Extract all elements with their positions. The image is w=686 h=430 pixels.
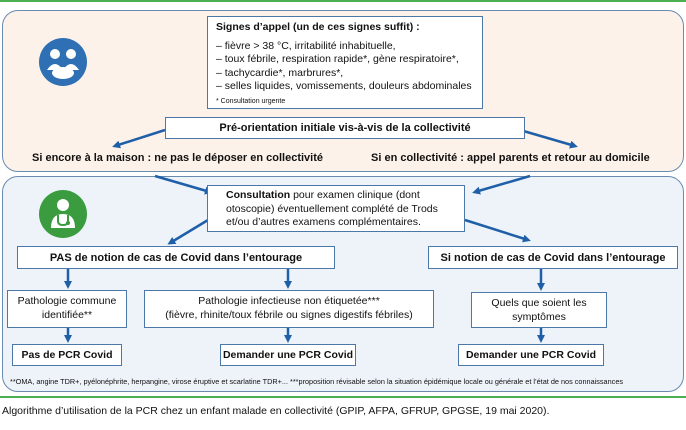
pcr-box-2: Demander une PCR Covid: [458, 344, 604, 366]
arrow-to-home: [112, 128, 166, 149]
doctor-stethoscope-icon: [39, 190, 87, 238]
whatever-symptoms-box: Quels que soient les symptômes: [471, 292, 607, 328]
figure-caption: Algorithme d’utilisation de la PCR chez …: [2, 405, 550, 417]
arrow-to-covid: [464, 218, 531, 243]
preorientation-box: Pré-orientation initiale vis-à-vis de la…: [165, 117, 525, 139]
no-covid-bold: PAS: [49, 252, 72, 264]
infectious-line2: (fièvre, rhinite/toux fébrile ou signes …: [165, 308, 413, 321]
signs-item: selles liquides, vomissements, douleurs …: [216, 80, 474, 94]
footnote: **OMA, angine TDR+, pyélonéphrite, herpa…: [10, 377, 624, 386]
arrow-collectivity-to-consultation: [472, 174, 531, 195]
signs-note: * Consultation urgente: [216, 97, 286, 105]
signs-title: Signes d’appel (un de ces signes suffit)…: [216, 21, 420, 33]
arrow-home-to-consultation: [154, 174, 213, 195]
no-covid-box: PAS de notion de cas de Covid dans l’ent…: [17, 246, 335, 269]
signs-item: tachycardie*, marbrures*,: [216, 67, 474, 81]
collectivity-label: Si en collectivité : appel parents et re…: [371, 152, 650, 164]
signs-box: Signes d’appel (un de ces signes suffit)…: [207, 16, 483, 109]
covid-box: Si notion de cas de Covid dans l’entoura…: [428, 246, 678, 269]
consultation-text: pour examen clinique (dont otoscopie) év…: [226, 189, 438, 228]
common-pathology-box: Pathologie commune identifiée**: [7, 290, 127, 328]
home-label: Si encore à la maison : ne pas le dépose…: [32, 152, 324, 164]
no-covid-text: de notion de cas de Covid dans l’entoura…: [71, 252, 303, 264]
signs-item: toux fébrile, respiration rapide*, gène …: [216, 53, 474, 67]
consultation-bold: Consultation: [226, 189, 291, 201]
infectious-pathology-box: Pathologie infectieuse non étiquetée*** …: [144, 290, 434, 328]
frame-top-line: [0, 0, 686, 2]
arrow-to-collectivity: [519, 128, 578, 149]
arrow-to-no-covid: [167, 218, 209, 245]
no-pcr-box: Pas de PCR Covid: [12, 344, 122, 366]
consultation-box: Consultation pour examen clinique (dont …: [207, 185, 465, 232]
frame-bottom-line: [0, 396, 686, 398]
signs-list: fièvre > 38 °C, irritabilité inhabituell…: [216, 40, 474, 94]
pcr-box-1: Demander une PCR Covid: [220, 344, 356, 366]
children-group-icon: [39, 38, 87, 86]
infectious-line1: Pathologie infectieuse non étiquetée***: [198, 295, 380, 307]
signs-item: fièvre > 38 °C, irritabilité inhabituell…: [216, 40, 474, 54]
